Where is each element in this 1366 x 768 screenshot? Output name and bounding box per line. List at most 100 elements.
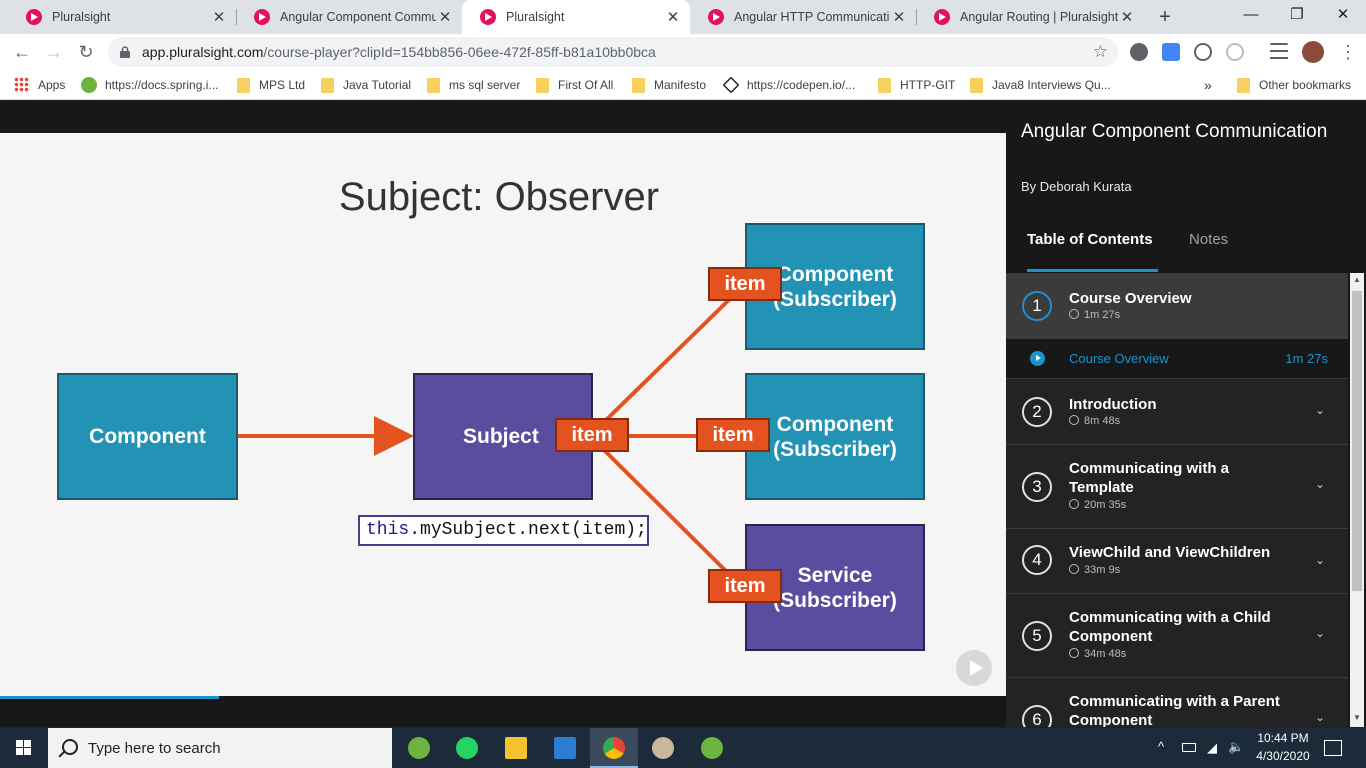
- bookmark-java8-interviews[interactable]: Java8 Interviews Qu...: [970, 76, 1111, 94]
- photos-icon: [554, 737, 576, 759]
- bookmark-apps[interactable]: Apps: [14, 76, 65, 94]
- browser-tab-4[interactable]: Angular HTTP Communication ✕: [690, 0, 916, 34]
- chevron-down-icon[interactable]: ⌄: [1315, 477, 1326, 491]
- toc-scrollbar[interactable]: ▲ ▼: [1350, 273, 1364, 727]
- url-text[interactable]: app.pluralsight.com/course-player?clipId…: [142, 44, 656, 60]
- bookmark-java-tutorial[interactable]: Java Tutorial: [321, 76, 411, 94]
- bookmark-docs-spring[interactable]: https://docs.spring.i...: [81, 76, 218, 94]
- tab-title: Pluralsight: [506, 10, 565, 24]
- bookmark-label: Other bookmarks: [1259, 78, 1352, 92]
- forward-arrow-icon[interactable]: →: [45, 42, 63, 62]
- bookmarks-bar: Apps https://docs.spring.i... MPS Ltd Ja…: [0, 70, 1366, 100]
- chevron-down-icon[interactable]: ⌄: [1315, 553, 1326, 567]
- tab-title: Angular Routing | Pluralsight: [960, 10, 1118, 24]
- browser-tab-3-active[interactable]: Pluralsight ✕: [462, 0, 690, 34]
- bookmark-first-of-all[interactable]: First Of All: [536, 76, 613, 94]
- module-1[interactable]: 1 Course Overview 1m 27s: [1006, 273, 1348, 339]
- bookmarks-overflow-chevron[interactable]: »: [1204, 77, 1212, 93]
- media-queue-icon[interactable]: [1270, 43, 1288, 61]
- scroll-up-arrow-icon[interactable]: ▲: [1353, 275, 1361, 284]
- module-number: 6: [1022, 705, 1052, 727]
- bookmark-codepen[interactable]: https://codepen.io/...: [722, 76, 855, 94]
- taskbar-clock-date[interactable]: 4/30/2020: [1256, 749, 1310, 763]
- slide-title: Subject: Observer: [338, 175, 660, 219]
- close-tab-icon[interactable]: ✕: [212, 9, 226, 26]
- module-2[interactable]: 2 Introduction 8m 48s ⌄: [1006, 379, 1348, 445]
- item-badge-top: item: [708, 267, 782, 301]
- reload-icon[interactable]: ↻: [78, 42, 94, 62]
- extension-icon[interactable]: [1194, 43, 1212, 61]
- wifi-icon[interactable]: ◢: [1207, 740, 1217, 755]
- close-tab-icon[interactable]: ✕: [666, 9, 680, 26]
- taskbar-search-placeholder: Type here to search: [88, 740, 221, 757]
- codepen-icon: [722, 76, 740, 94]
- scroll-thumb[interactable]: [1352, 291, 1362, 591]
- browser-tab-5[interactable]: Angular Routing | Pluralsight ✕: [916, 0, 1144, 34]
- taskbar-app-spring-tool-2[interactable]: [688, 728, 736, 768]
- scroll-down-arrow-icon[interactable]: ▼: [1353, 713, 1361, 722]
- video-player[interactable]: Subject: Observer Component Subject Comp…: [0, 101, 1006, 727]
- module-5[interactable]: 5 Communicating with a Child Component 3…: [1006, 594, 1348, 678]
- tab-table-of-contents[interactable]: Table of Contents: [1027, 231, 1153, 248]
- bookmark-label: HTTP-GIT: [900, 78, 956, 92]
- bookmark-label: ms sql server: [449, 78, 521, 92]
- paint-palette-icon: [652, 737, 674, 759]
- chrome-menu-icon[interactable]: ⋮: [1339, 42, 1357, 62]
- taskbar-clock-time[interactable]: 10:44 PM: [1257, 731, 1309, 745]
- extension-dark-mode-icon[interactable]: [1130, 43, 1148, 61]
- tab-divider: [236, 9, 237, 25]
- bookmark-star-icon[interactable]: ☆: [1092, 42, 1108, 61]
- windows-taskbar: Type here to search ^ ◢ 🔈 10:44 PM 4/30/…: [0, 728, 1366, 768]
- pluralsight-play-logo-icon[interactable]: [956, 650, 992, 686]
- back-arrow-icon[interactable]: ←: [13, 42, 31, 62]
- google-translate-icon[interactable]: [1162, 43, 1180, 61]
- spring-leaf-icon: [81, 77, 97, 93]
- restore-window-icon[interactable]: ❐: [1290, 6, 1304, 23]
- close-window-icon[interactable]: ✕: [1336, 6, 1350, 23]
- browser-toolbar: ← → ↻ app.pluralsight.com/course-player?…: [0, 34, 1366, 70]
- taskbar-app-photos[interactable]: [541, 728, 589, 768]
- close-tab-icon[interactable]: ✕: [892, 9, 906, 26]
- chevron-down-icon[interactable]: ⌄: [1315, 710, 1326, 724]
- taskbar-app-whatsapp[interactable]: [443, 728, 491, 768]
- minimize-window-icon[interactable]: —: [1243, 6, 1259, 23]
- battery-icon[interactable]: [1182, 743, 1196, 752]
- bookmark-manifesto[interactable]: Manifesto: [632, 76, 706, 94]
- extension-ghost-icon[interactable]: [1226, 43, 1244, 61]
- bookmark-http-git[interactable]: HTTP-GIT: [878, 76, 955, 94]
- whatsapp-icon: [456, 737, 478, 759]
- show-hidden-icons-chevron-icon[interactable]: ^: [1158, 739, 1165, 754]
- taskbar-app-file-explorer[interactable]: [492, 728, 540, 768]
- lock-icon[interactable]: [120, 46, 130, 58]
- module-4[interactable]: 4 ViewChild and ViewChildren 33m 9s ⌄: [1006, 529, 1348, 594]
- taskbar-app-chrome[interactable]: [590, 728, 638, 768]
- folder-icon: [427, 77, 440, 93]
- chrome-icon: [603, 737, 625, 759]
- video-progress-track[interactable]: [0, 696, 1006, 699]
- browser-tab-1[interactable]: Pluralsight ✕: [8, 0, 236, 34]
- module-duration: 1m 27s: [1069, 309, 1120, 321]
- new-tab-plus-icon[interactable]: +: [1159, 6, 1171, 28]
- taskbar-app-paint[interactable]: [639, 728, 687, 768]
- close-tab-icon[interactable]: ✕: [1120, 9, 1134, 26]
- module-duration: 8m 48s: [1069, 415, 1120, 427]
- chevron-down-icon[interactable]: ⌄: [1315, 626, 1326, 640]
- browser-tab-2[interactable]: Angular Component Communi ✕: [236, 0, 462, 34]
- module-title: Course Overview: [1069, 290, 1192, 307]
- bookmark-ms-sql-server[interactable]: ms sql server: [427, 76, 520, 94]
- profile-avatar[interactable]: [1302, 41, 1324, 63]
- tab-notes[interactable]: Notes: [1189, 231, 1229, 248]
- bookmark-mps-ltd[interactable]: MPS Ltd: [237, 76, 305, 94]
- action-center-icon[interactable]: [1324, 740, 1342, 756]
- module-3[interactable]: 3 Communicating with a Template 20m 35s …: [1006, 445, 1348, 529]
- chevron-down-icon[interactable]: ⌄: [1315, 403, 1326, 417]
- close-tab-icon[interactable]: ✕: [438, 9, 452, 26]
- windows-start-icon[interactable]: [0, 728, 48, 768]
- bookmark-other-bookmarks[interactable]: Other bookmarks: [1237, 76, 1351, 94]
- taskbar-search-box[interactable]: Type here to search: [48, 728, 392, 768]
- taskbar-app-spring-tool[interactable]: [395, 728, 443, 768]
- module-6[interactable]: 6 Communicating with a Parent Component …: [1006, 678, 1348, 727]
- address-bar[interactable]: app.pluralsight.com/course-player?clipId…: [108, 37, 1118, 67]
- volume-icon[interactable]: 🔈: [1228, 739, 1245, 754]
- clip-item-current[interactable]: Course Overview 1m 27s: [1006, 339, 1348, 379]
